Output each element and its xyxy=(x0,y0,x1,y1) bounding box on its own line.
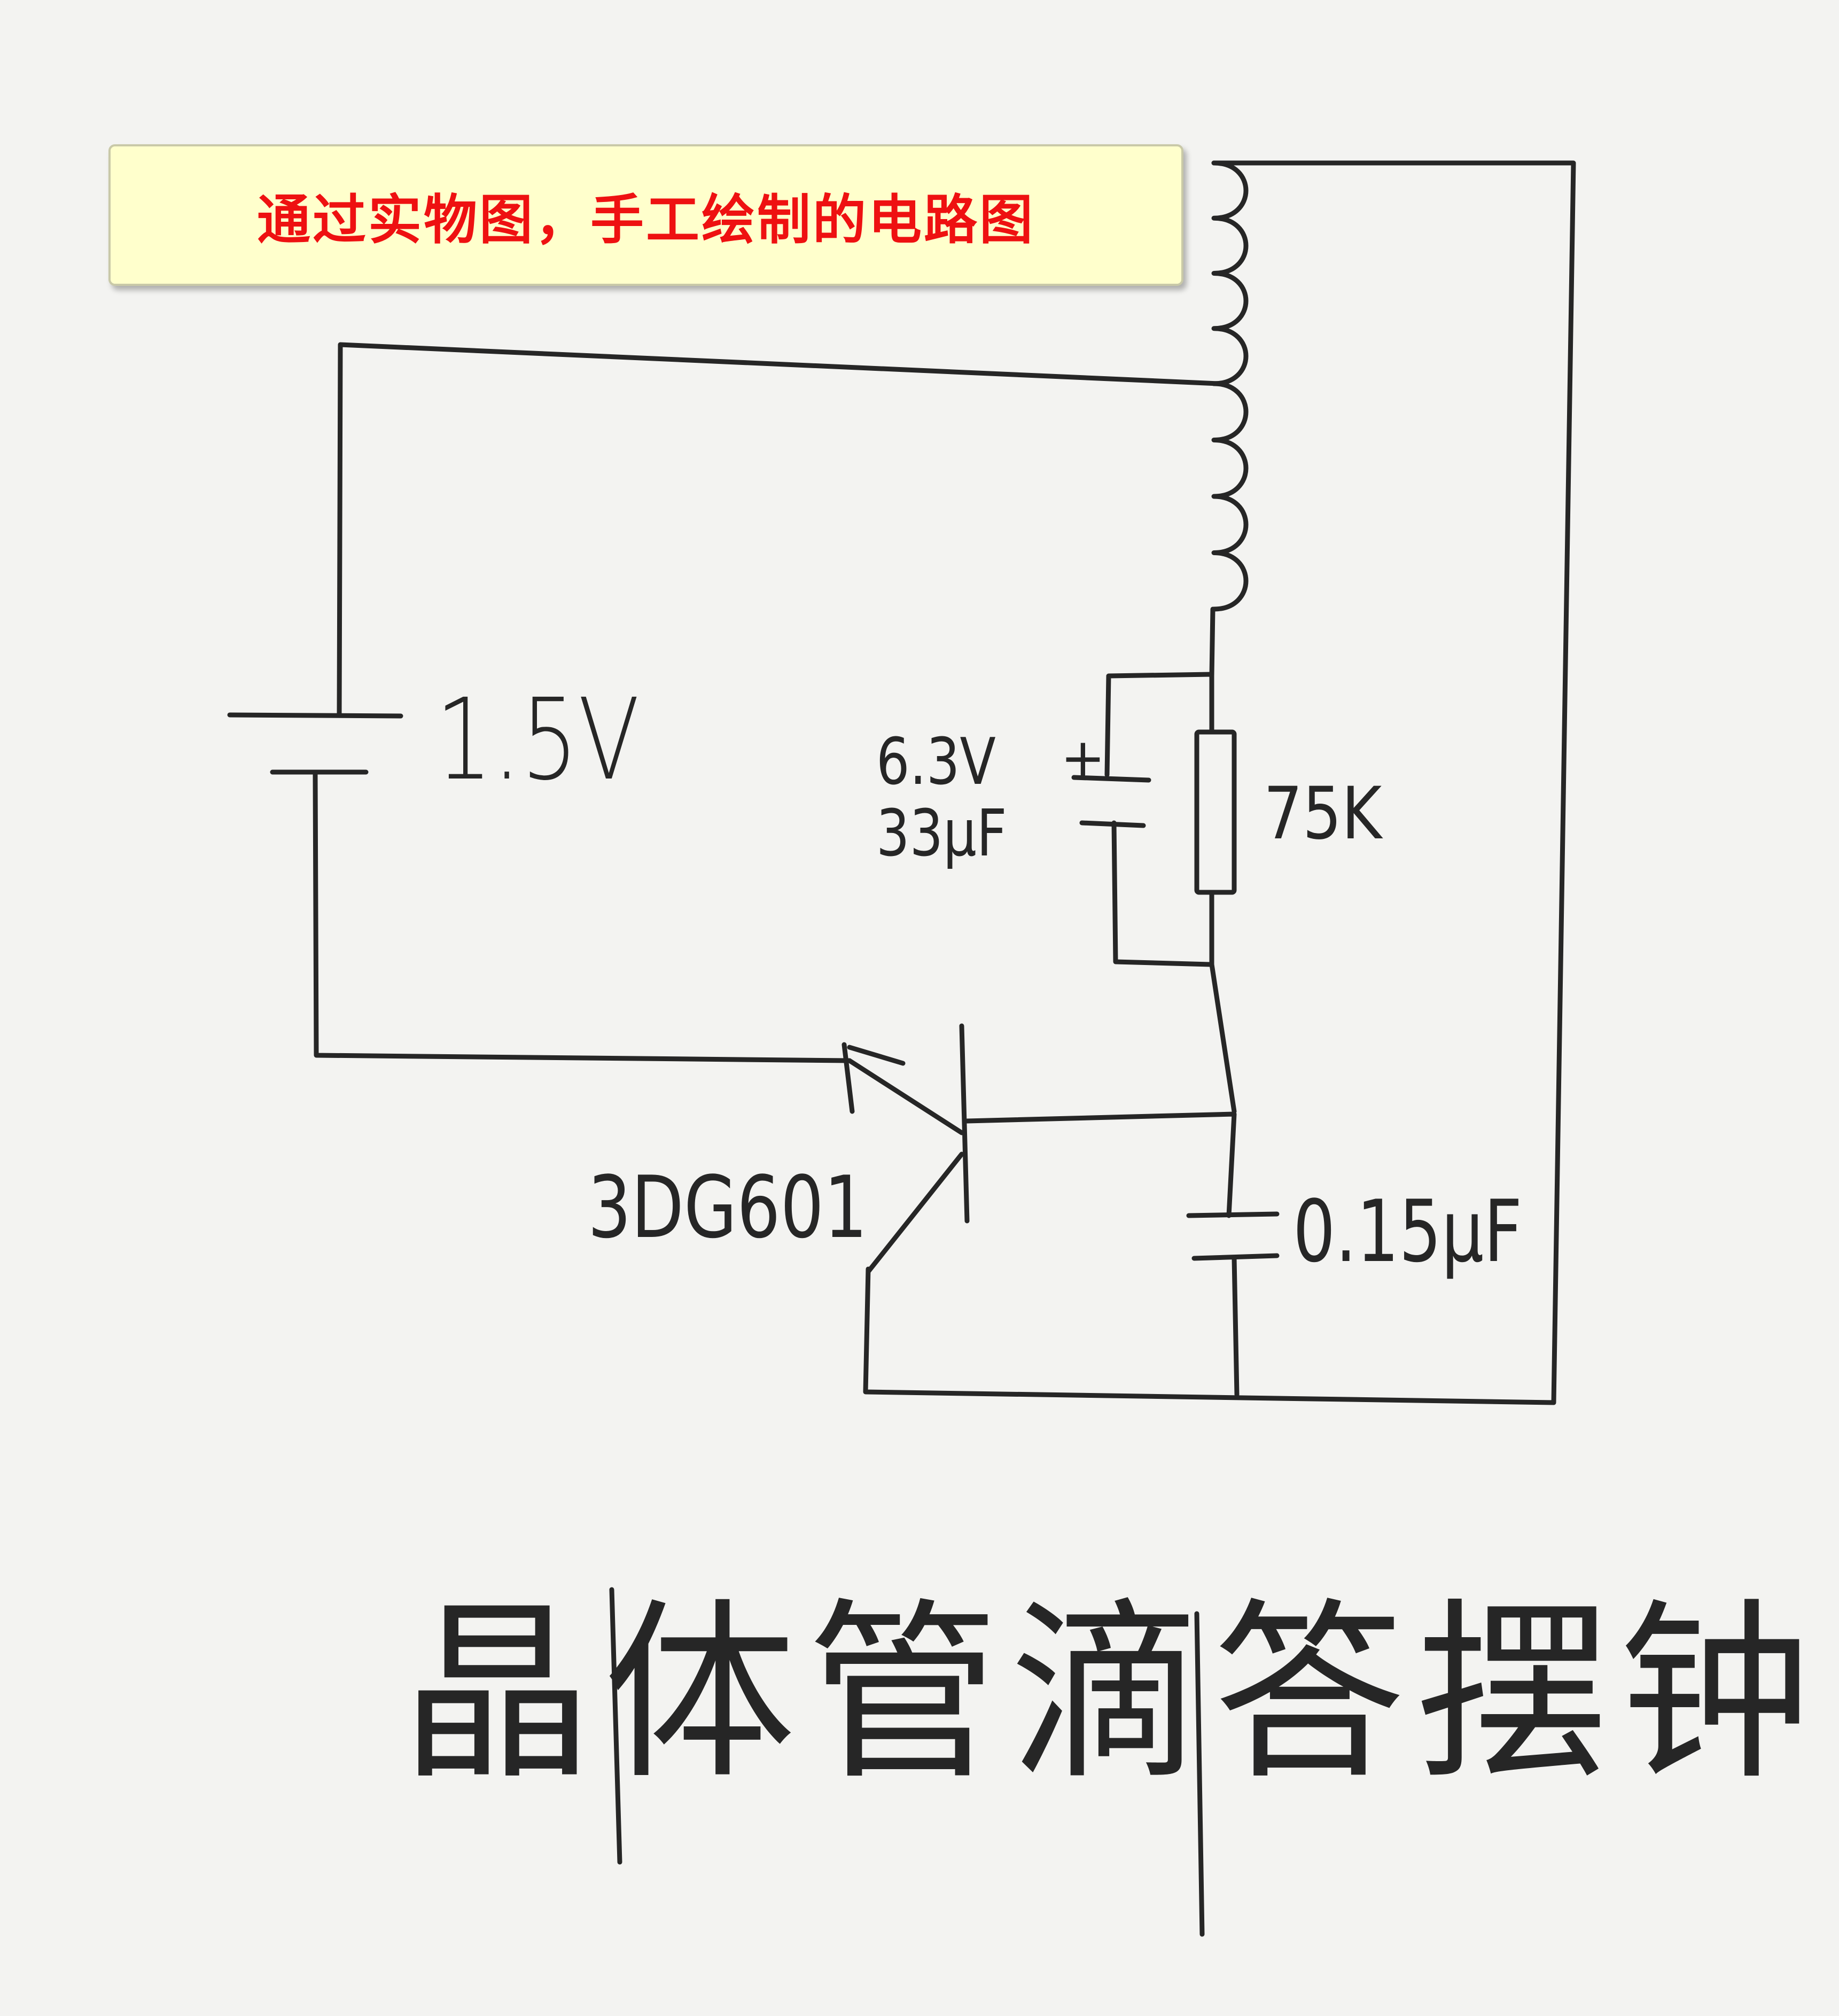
battery-label: 1.5V xyxy=(435,674,640,805)
wire-coil-to-rc xyxy=(1209,606,1215,679)
transistor-collector xyxy=(866,1151,964,1274)
wire-cap2-down xyxy=(1232,1256,1240,1397)
wire-base xyxy=(964,1111,1237,1218)
wire-top-left xyxy=(337,342,1221,718)
wire-battery-down xyxy=(313,771,852,1063)
inductor-coil-top xyxy=(1211,160,1249,386)
annotation-callout: 通过实物图，手工绘制的电路图 xyxy=(108,144,1183,286)
capacitor1-plate-top xyxy=(1071,775,1151,783)
capacitor1-plate-bottom xyxy=(1079,820,1146,828)
battery-long-plate xyxy=(227,712,403,719)
wire-rc-parallel xyxy=(1104,672,1214,967)
inductor-coil-bottom xyxy=(1211,381,1249,612)
transistor-emitter-arrow xyxy=(841,1042,906,1114)
wire-res-down xyxy=(1209,890,1237,1114)
capacitor1-voltage: 6.3V xyxy=(876,725,996,799)
handwritten-title: 晶体管滴答摆钟 xyxy=(401,1582,1822,1805)
capacitor2-plate-top xyxy=(1186,1211,1280,1218)
capacitor1-value: 33μF xyxy=(876,797,1007,871)
transistor-emitter xyxy=(847,1058,964,1135)
wire-right-loop xyxy=(863,160,1576,1405)
handwriting-stroke xyxy=(609,1587,1205,1937)
transistor-label: 3DG601 xyxy=(588,1157,868,1257)
resistor-75k xyxy=(1194,729,1237,895)
capacitor1-plus: + xyxy=(1061,727,1105,789)
capacitor2-label: 0.15μF xyxy=(1293,1181,1523,1281)
capacitor1-label: 6.3V 33μF xyxy=(876,725,1007,871)
resistor-label: 75K xyxy=(1264,772,1382,855)
transistor-base-bar xyxy=(959,1023,970,1224)
callout-text: 通过实物图，手工绘制的电路图 xyxy=(257,188,1035,251)
